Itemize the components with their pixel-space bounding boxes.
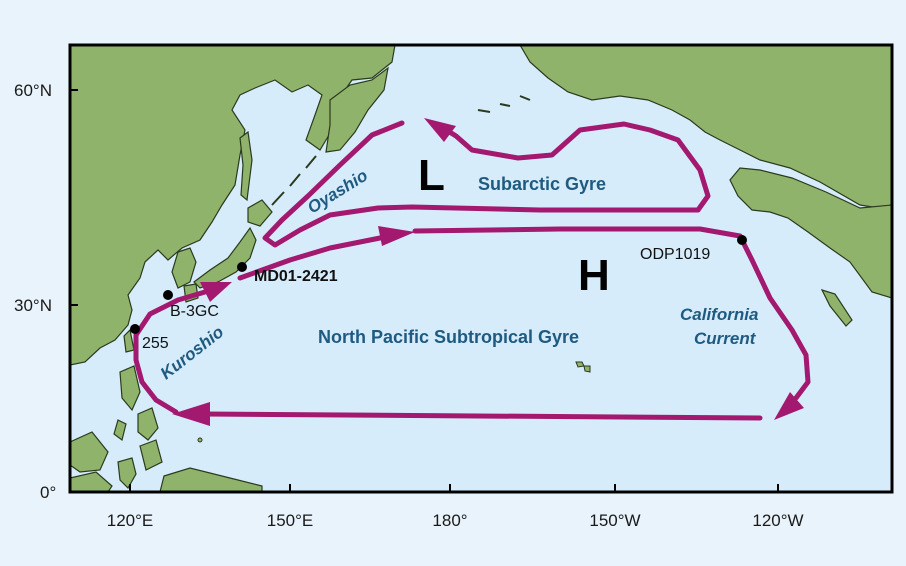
sakhalin [239,130,253,202]
subarctic-gyre-north-path [437,121,711,213]
california-label-line1: California [680,305,758,324]
latitude-label-30n: 30°N [14,296,52,315]
site-odp1019-marker [737,235,747,245]
north-america-coast [729,167,892,299]
borneo [70,431,109,473]
kamchatka [325,66,389,153]
north-pacific-current-path [412,226,743,239]
island-dot [197,437,203,443]
landmasses [70,45,892,492]
aleutian-islands [477,95,531,113]
korea [171,247,197,289]
arrowhead-equatorial [172,402,210,426]
kuril-islands [271,155,317,206]
subarctic-gyre-label: Subarctic Gyre [478,174,606,194]
north-equatorial-current-path [202,411,763,421]
site-255-label: 255 [142,335,169,352]
current-arrows [133,120,811,421]
alaska-landmass [519,45,892,211]
longitude-label-150w: 150°W [589,511,640,530]
california-label-line2: Current [694,329,757,348]
latitude-label-60n: 60°N [14,81,52,100]
longitude-label-120e: 120°E [107,511,154,530]
site-md01-label: MD01-2421 [254,268,338,285]
philippines [113,365,163,471]
sumatra-fragment [70,471,113,492]
arrowhead-subarctic-west [424,118,456,142]
site-odp1019-label: ODP1019 [640,246,710,263]
kuroshio-path [133,289,208,415]
current-arrowheads [172,118,804,426]
tick-marks [70,89,779,492]
map-frame [68,43,894,494]
subarctic-gyre-path [262,120,701,248]
longitude-label-150e: 150°E [267,511,314,530]
new-guinea [159,467,263,492]
site-b3gc-marker [163,290,173,300]
core-sites [130,235,747,334]
low-pressure-label: L [418,151,445,200]
california-current-path [737,233,811,401]
honshu [193,226,257,289]
latitude-label-0: 0° [40,483,56,502]
arrowhead-kuroshio [200,282,232,302]
baja-california [820,289,853,327]
longitude-label-180: 180° [432,511,467,530]
subtropical-gyre-label: North Pacific Subtropical Gyre [318,327,579,347]
site-b3gc-label: B-3GC [170,303,219,320]
arrowhead-extension [378,226,415,246]
site-md01-marker [237,262,247,272]
arrowhead-california [774,392,804,420]
longitude-label-120w: 120°W [752,511,803,530]
kuroshio-extension-path [237,235,383,281]
hokkaido [247,199,273,227]
hawaii [575,361,591,373]
site-255-marker [130,324,140,334]
high-pressure-label: H [578,251,610,300]
sulawesi [117,457,137,489]
